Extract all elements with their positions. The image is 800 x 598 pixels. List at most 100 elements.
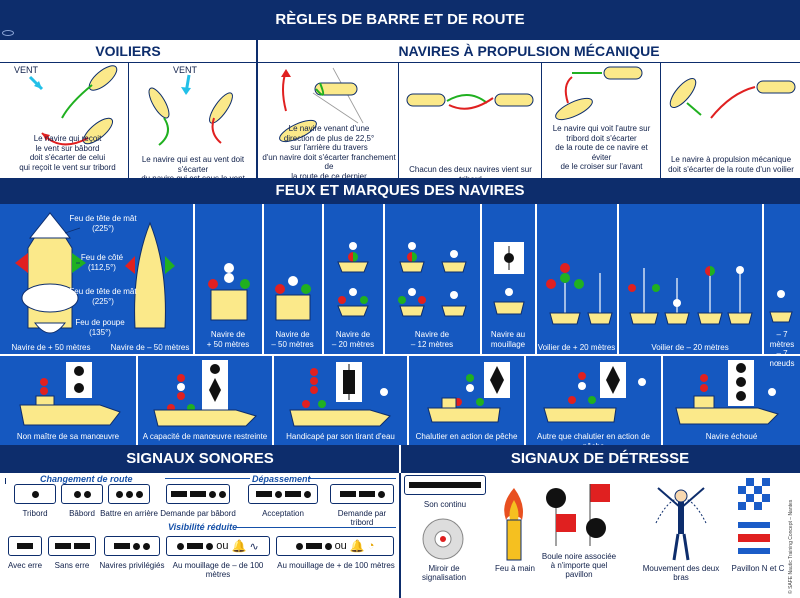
distress-continuous-sound (404, 475, 486, 495)
lights-banner: FEUX ET MARQUES DES NAVIRES (0, 178, 800, 204)
label-over-50: Navire de + 50 mètres (11, 343, 91, 352)
light-caption-r2-3: Chalutier en action de pêche (415, 432, 518, 441)
sound-caption-2: Battre en arrière (100, 509, 158, 518)
sound-overtake-port (166, 484, 230, 504)
distress-caption-1: Miroir de signalisation (421, 564, 467, 582)
light-caption-0: Navire de + 50 mètres (206, 330, 250, 349)
vessel-sailing-over-20 (546, 263, 613, 325)
power-title: NAVIRES À PROPULSION MÉCANIQUE (398, 43, 660, 59)
vessel-sailing-under-20 (628, 266, 753, 325)
light-caption-4: Navire au mouillage (490, 330, 526, 349)
distress-title: SIGNAUX DE DÉTRESSE (510, 450, 690, 467)
label-stern: Feu de poupe (135°) (75, 318, 125, 337)
overtaking-label: Dépassement (252, 474, 311, 484)
light-caption-5: Voilier de + 20 mètres (537, 343, 616, 352)
power-diagram-1 (279, 67, 364, 143)
light-caption-2: Navire de – 20 mètres (331, 330, 375, 349)
sound-stopped (48, 536, 96, 556)
vessel-draught (289, 362, 391, 427)
wave-icon: ∿ (249, 540, 259, 553)
sound-astern (108, 484, 150, 504)
sound-underway (8, 536, 42, 556)
vessel-restricted (153, 360, 257, 427)
lights-panel (0, 204, 800, 445)
label-side: Feu de côté (112,5°) (80, 253, 124, 272)
sailing-rule-1: Le navire qui reçoit le vent sur bâbord … (19, 134, 116, 172)
or-word-1: ou (216, 540, 229, 552)
vessel-anchored (493, 242, 525, 315)
power-rule-4: Le navire à propulsion mécanique doit s'… (668, 155, 794, 174)
signal-mirror-icon (422, 518, 464, 560)
wind-label-1: VENT (14, 65, 39, 75)
sailing-diagram-1 (28, 65, 118, 146)
vessel-under-20 (337, 242, 369, 317)
corner-logo-icon (2, 30, 14, 36)
arm-movement-icon (655, 487, 707, 561)
power-rule-3: Le navire qui voit l'autre sur tribord d… (552, 124, 651, 171)
light-caption-7: – 7 mètres – 7 nœuds (769, 330, 795, 368)
light-caption-r2-2: Handicapé par son tirant d'eau (286, 432, 395, 441)
sailing-diagram-2 (148, 74, 233, 146)
power-diagram-2 (406, 93, 534, 110)
label-masthead: Feu de tête de mât (225°) (69, 214, 137, 233)
reduced-vis-label: Visibilité réduite (168, 522, 238, 532)
vessel-under-7 (769, 290, 793, 323)
sound-caption-10: Au mouillage de + de 100 mètres (277, 561, 395, 570)
sound-babord (61, 484, 103, 504)
sailing-title: VOILIERS (95, 43, 161, 59)
sound-privileged (104, 536, 160, 556)
main-title: RÈGLES DE BARRE ET DE ROUTE (275, 11, 525, 28)
sound-anchor-large: ou 🔔 ◔ (276, 536, 394, 556)
vessel-aground (675, 360, 779, 425)
power-diagram-4 (669, 77, 796, 119)
vessel-fishing (543, 362, 646, 423)
credit-text: © SAFE Nautic Training Concept – Nantes (788, 499, 794, 594)
sound-overtake-stbd (330, 484, 394, 504)
light-caption-r2-1: A capacité de manœuvre restreinte (142, 432, 268, 441)
vessel-under-12 (398, 242, 467, 317)
sound-caption-8: Navires privilégiés (99, 561, 165, 570)
distress-caption-0: Son continu (423, 500, 467, 509)
sound-anchor-small: ou 🔔 ∿ (166, 536, 270, 556)
vessel-trawler (427, 362, 510, 423)
light-caption-6: Voilier de – 20 mètres (651, 343, 729, 352)
sound-title: SIGNAUX SONORES (126, 450, 274, 467)
wind-label-2: VENT (173, 65, 198, 75)
vessel-under-50 (275, 276, 311, 321)
label-masthead-2: Feu de tête de mât (225°) (69, 287, 137, 306)
title-banner: RÈGLES DE BARRE ET DE ROUTE (0, 0, 800, 40)
distress-caption-3: Boule noire associée à n'importe quel pa… (541, 552, 617, 579)
flags-n-c-icon (738, 478, 770, 554)
sound-caption-3: Demande par bâbord (160, 509, 236, 518)
distress-caption-4: Mouvement des deux bras (642, 564, 720, 582)
vessel-over-50 (208, 263, 250, 321)
light-caption-r2-5: Navire échoué (705, 432, 758, 441)
light-sectors-diagram (15, 212, 175, 334)
sound-caption-0: Tribord (22, 509, 48, 518)
bell-icon: 🔔 (231, 539, 247, 553)
sound-caption-1: Bâbord (69, 509, 95, 518)
or-word-2: ou (334, 540, 347, 552)
label-under-50: Navire de – 50 mètres (110, 343, 190, 352)
distress-caption-5: Pavillon N et C (731, 564, 785, 573)
bell-icon-2: 🔔 (349, 539, 365, 553)
vessel-not-under-command (19, 362, 121, 426)
power-diagram-3 (555, 66, 643, 121)
sound-tribord (14, 484, 56, 504)
power-rule-1: Le navire venant d'une direction de plus… (262, 124, 396, 181)
sound-banner: SIGNAUX SONORES (0, 445, 400, 473)
sound-caption-4: Acceptation (262, 509, 304, 518)
sound-caption-5: Demande par tribord (337, 509, 387, 527)
light-caption-1: Navire de – 50 mètres (271, 330, 314, 349)
change-course-label: Changement de route (40, 474, 133, 484)
sound-caption-7: Sans erre (54, 561, 90, 570)
distress-caption-2: Feu à main (494, 564, 536, 573)
lights-title: FEUX ET MARQUES DES NAVIRES (275, 182, 525, 199)
light-caption-r2-0: Non maître de sa manœuvre (16, 432, 120, 441)
sound-caption-9: Au mouillage de – de 100 mètres (172, 561, 264, 579)
sound-accept (248, 484, 318, 504)
distress-banner: SIGNAUX DE DÉTRESSE (400, 445, 800, 473)
gong-icon: ◔ (367, 540, 375, 552)
hand-flare-icon (504, 488, 523, 561)
light-caption-3: Navire de – 12 mètres (410, 330, 454, 349)
